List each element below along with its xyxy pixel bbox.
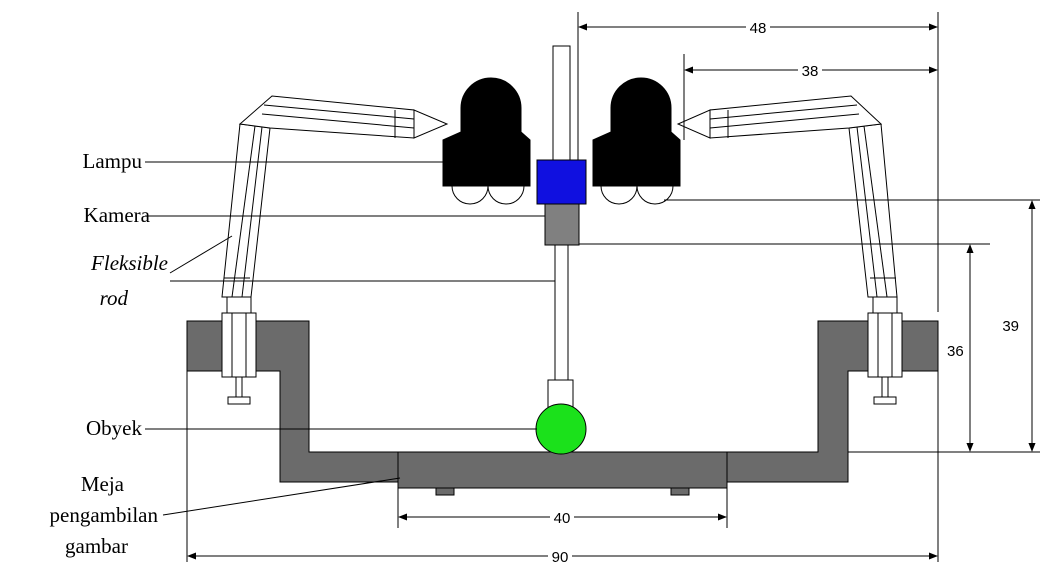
dim-top-inner: 38 (802, 63, 819, 80)
label-table-line2: pengambilan (50, 503, 159, 527)
label-table-line1: Meja (81, 472, 125, 496)
right-lamp (592, 77, 681, 205)
left-lamp (442, 77, 531, 205)
table-frame (186, 320, 939, 496)
dim-top-outer: 48 (750, 20, 767, 37)
camera-pole (547, 45, 574, 409)
right-flexible-rod (676, 95, 898, 298)
dim-total-width: 90 (552, 549, 569, 566)
label-rod-line2: rod (100, 286, 129, 310)
leader-lines (145, 161, 555, 516)
camera-mount (536, 159, 587, 205)
dim-right-inner: 36 (947, 343, 964, 360)
left-clamp (221, 296, 257, 405)
table-top (397, 451, 728, 489)
object-sphere (535, 403, 587, 455)
label-object: Obyek (86, 416, 142, 440)
camera-body (544, 203, 580, 246)
dim-right-outer: 39 (1002, 318, 1019, 335)
table-foot-left (435, 487, 455, 496)
right-clamp (867, 296, 903, 405)
label-camera: Kamera (84, 203, 151, 227)
left-flexible-rod (221, 95, 449, 298)
dimension-lines (186, 12, 1040, 564)
label-rod-line1: Fleksible (90, 251, 168, 275)
label-table-line3: gambar (65, 534, 128, 558)
table-foot-right (670, 487, 690, 496)
dim-table-width: 40 (554, 510, 571, 527)
label-lamp: Lampu (83, 149, 143, 173)
